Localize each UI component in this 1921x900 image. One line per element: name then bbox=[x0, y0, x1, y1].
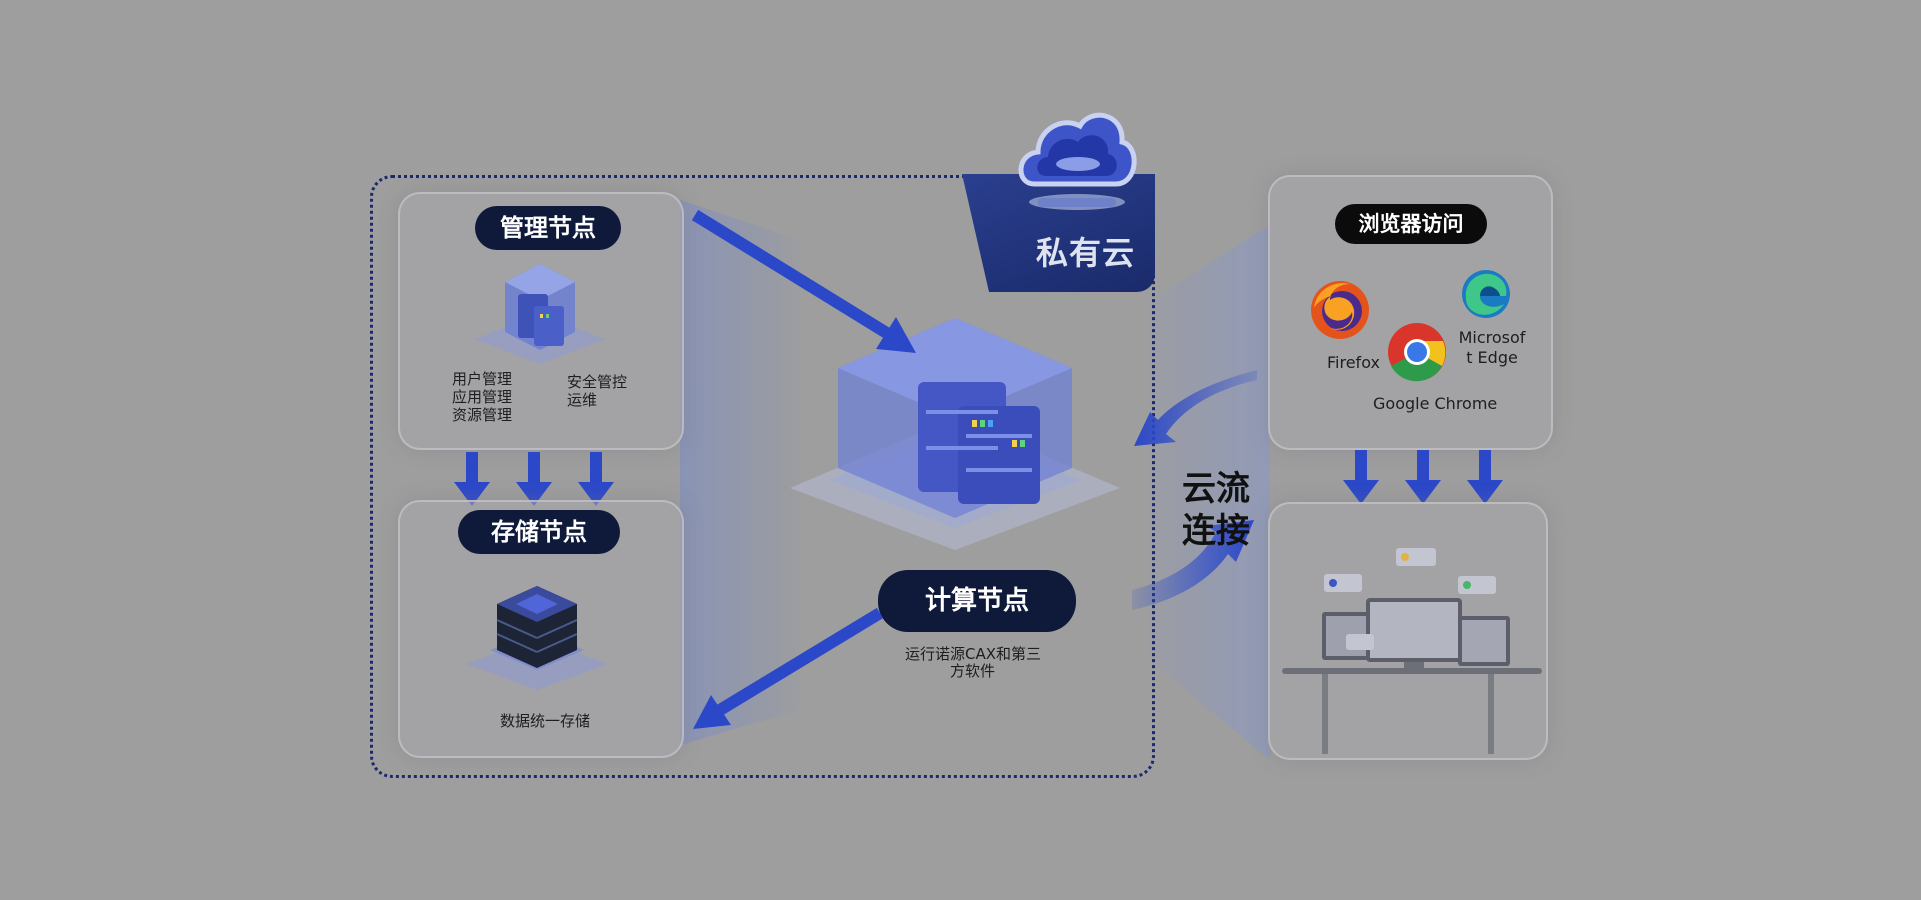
firefox-label: Firefox bbox=[1327, 353, 1380, 372]
edge-label: Microsof t Edge bbox=[1455, 328, 1529, 368]
management-node-title: 管理节点 bbox=[475, 206, 621, 250]
edge-icon bbox=[1462, 270, 1510, 318]
left-band bbox=[680, 200, 800, 745]
stream-arrows bbox=[1132, 370, 1257, 610]
mgmt-function-ops: 运维 bbox=[567, 391, 598, 409]
chrome-label: Google Chrome bbox=[1373, 394, 1498, 413]
down-arrows-management bbox=[454, 452, 614, 506]
stream-connection-label: 云流 连接 bbox=[1182, 468, 1262, 552]
edge-label-line1: Microsof bbox=[1458, 328, 1526, 347]
browser-access-title: 浏览器访问 bbox=[1335, 204, 1487, 244]
arrow-to-storage bbox=[693, 607, 884, 729]
private-cloud-tag bbox=[962, 174, 1155, 292]
stream-label-line1: 云流 bbox=[1182, 469, 1250, 509]
management-server-icon bbox=[475, 264, 605, 364]
storage-server-icon bbox=[466, 586, 608, 690]
private-cloud-boundary bbox=[370, 175, 1155, 778]
private-cloud-label: 私有云 bbox=[1036, 234, 1136, 272]
compute-server-icon bbox=[790, 318, 1120, 550]
storage-node-title: 存储节点 bbox=[458, 510, 620, 554]
arrow-to-compute bbox=[691, 209, 916, 353]
compute-caption-line2: 方软件 bbox=[950, 662, 996, 680]
down-arrows-browser bbox=[1343, 450, 1503, 504]
client-devices-illustration bbox=[1282, 548, 1542, 754]
stream-funnel bbox=[1150, 225, 1270, 760]
chrome-icon bbox=[1388, 323, 1446, 382]
compute-node-title: 计算节点 bbox=[878, 570, 1076, 632]
firefox-icon bbox=[1311, 281, 1369, 339]
compute-caption-line1: 运行诺源CAX和第三 bbox=[905, 645, 1042, 663]
mgmt-function-resource: 资源管理 bbox=[452, 406, 513, 424]
mgmt-function-user: 用户管理 bbox=[452, 370, 513, 388]
cloud-icon bbox=[1018, 112, 1137, 210]
mgmt-function-security: 安全管控 bbox=[567, 373, 628, 391]
stream-label-line2: 连接 bbox=[1182, 511, 1250, 551]
edge-label-line2: t Edge bbox=[1466, 348, 1518, 367]
mgmt-function-app: 应用管理 bbox=[452, 388, 513, 406]
storage-caption: 数据统一存储 bbox=[500, 712, 591, 730]
